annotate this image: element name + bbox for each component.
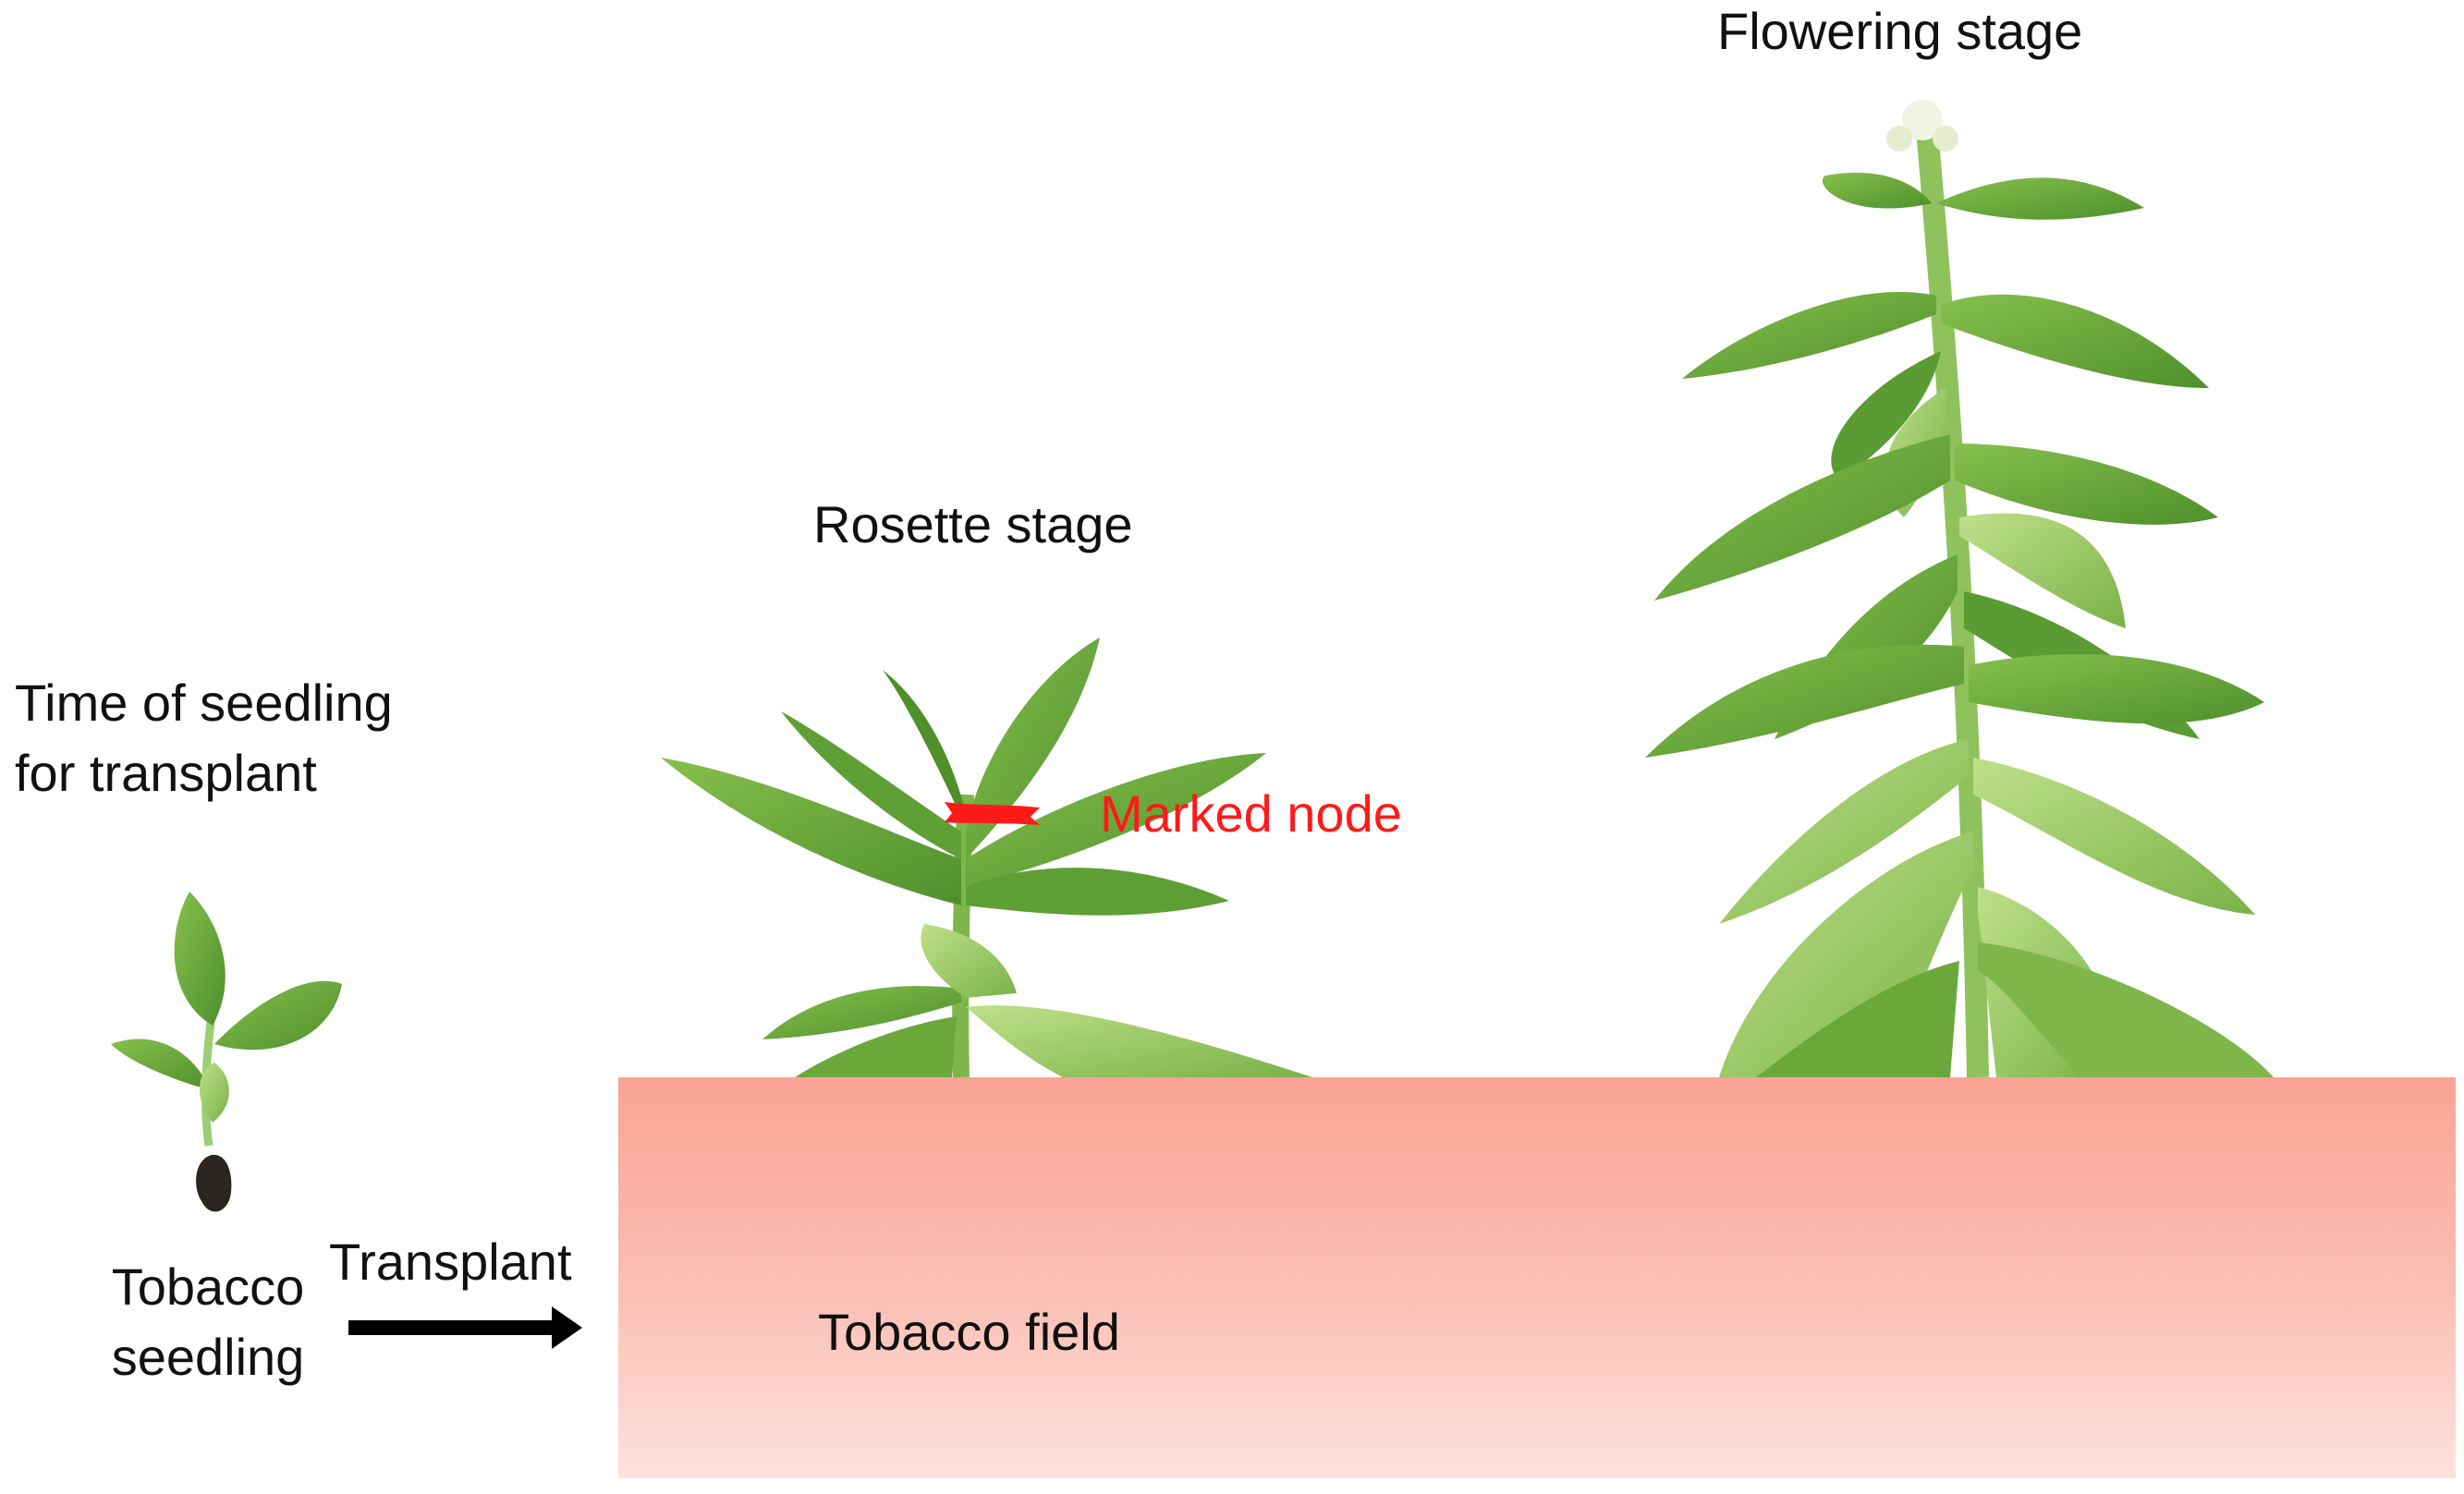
tobacco-seedling-label-line2: seedling [111,1327,305,1386]
rosette-stage-label: Rosette stage [813,495,1133,553]
flowering-plant-image [1645,100,2274,1078]
flowering-stage-label: Flowering stage [1717,2,2083,60]
tobacco-field-label: Tobacco field [818,1303,1120,1361]
transplant-label: Transplant [329,1233,572,1291]
marked-node-band [945,802,1040,825]
seedling-time-label: Time of seedling for transplant [15,668,393,808]
seedling-time-label-line2: for transplant [15,743,317,802]
marked-node-label: Marked node [1100,784,1402,843]
seedling-time-label-line1: Time of seedling [15,674,393,732]
tobacco-seedling-label-line1: Tobacco [111,1257,305,1316]
transplant-arrow [348,1306,582,1349]
tobacco-field-block [618,1077,2456,1478]
tobacco-seedling-image [111,892,342,1212]
rosette-plant-image [661,638,1312,1078]
tobacco-seedling-label: Tobacco seedling [88,1252,328,1391]
